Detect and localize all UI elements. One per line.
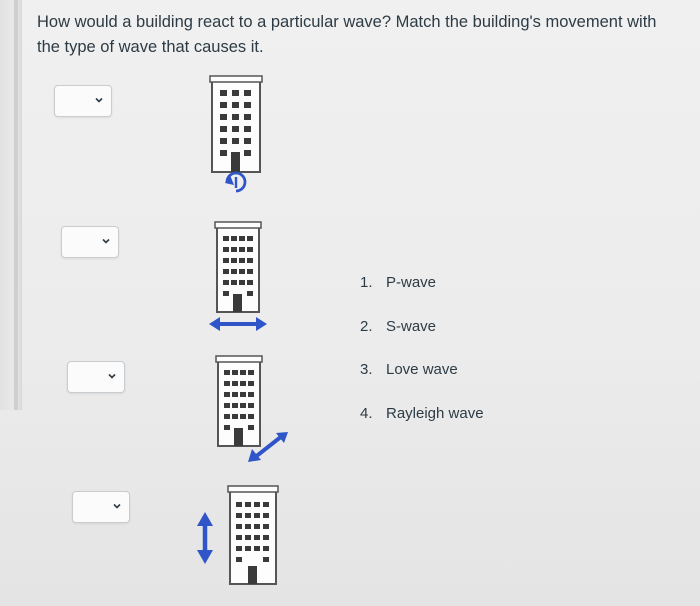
answer-item: 3. Love wave: [360, 359, 484, 381]
chevron-down-icon: [113, 503, 121, 509]
building-rotation-image: [209, 75, 263, 193]
answer-label: S-wave: [386, 317, 437, 335]
chevron-down-icon: [95, 97, 103, 103]
vertical-arrow-icon: [197, 512, 213, 564]
chevron-down-icon: [102, 238, 110, 244]
horizontal-arrow-icon: [209, 317, 267, 331]
match-select-3[interactable]: [67, 361, 125, 393]
building-diagonal-image: [215, 355, 288, 462]
answer-label: Love wave: [386, 361, 458, 378]
left-scroll-rail: [0, 0, 22, 410]
answer-number: 1.: [360, 274, 373, 291]
answer-item: 4. Rayleigh wave: [360, 403, 484, 425]
answer-label: P-wave: [386, 274, 437, 291]
building-vertical-image: [197, 485, 279, 585]
chevron-down-icon: [108, 373, 116, 379]
match-select-1[interactable]: [54, 85, 112, 117]
answer-item: 1. P-wave: [360, 272, 484, 294]
question-prompt: How would a building react to a particul…: [37, 13, 657, 56]
rotate-arrow-icon: [225, 171, 247, 193]
building-horizontal-image: [209, 221, 267, 331]
answer-number: 3.: [360, 361, 373, 378]
answer-number: 2.: [360, 317, 373, 335]
match-select-2[interactable]: [61, 226, 119, 258]
answer-item: 2. S-wave: [360, 316, 484, 338]
answer-list: 1. P-wave 2. S-wave 3. Love wave 4. Rayleigh…: [360, 272, 484, 446]
answer-label: Rayleigh wave: [386, 404, 484, 422]
match-select-4[interactable]: [72, 491, 130, 523]
diagonal-arrow-icon: [248, 432, 288, 462]
answer-number: 4.: [360, 404, 373, 422]
